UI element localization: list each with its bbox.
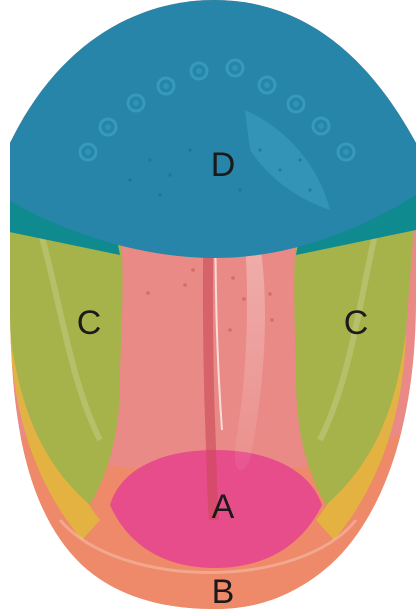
zone-d-back xyxy=(0,0,416,258)
zone-a-label: A xyxy=(212,490,235,524)
zone-d-label: D xyxy=(211,148,236,182)
zone-b-label: B xyxy=(212,575,235,609)
zone-c-left-label: C xyxy=(77,306,102,340)
zone-c-right-label: C xyxy=(344,306,369,340)
